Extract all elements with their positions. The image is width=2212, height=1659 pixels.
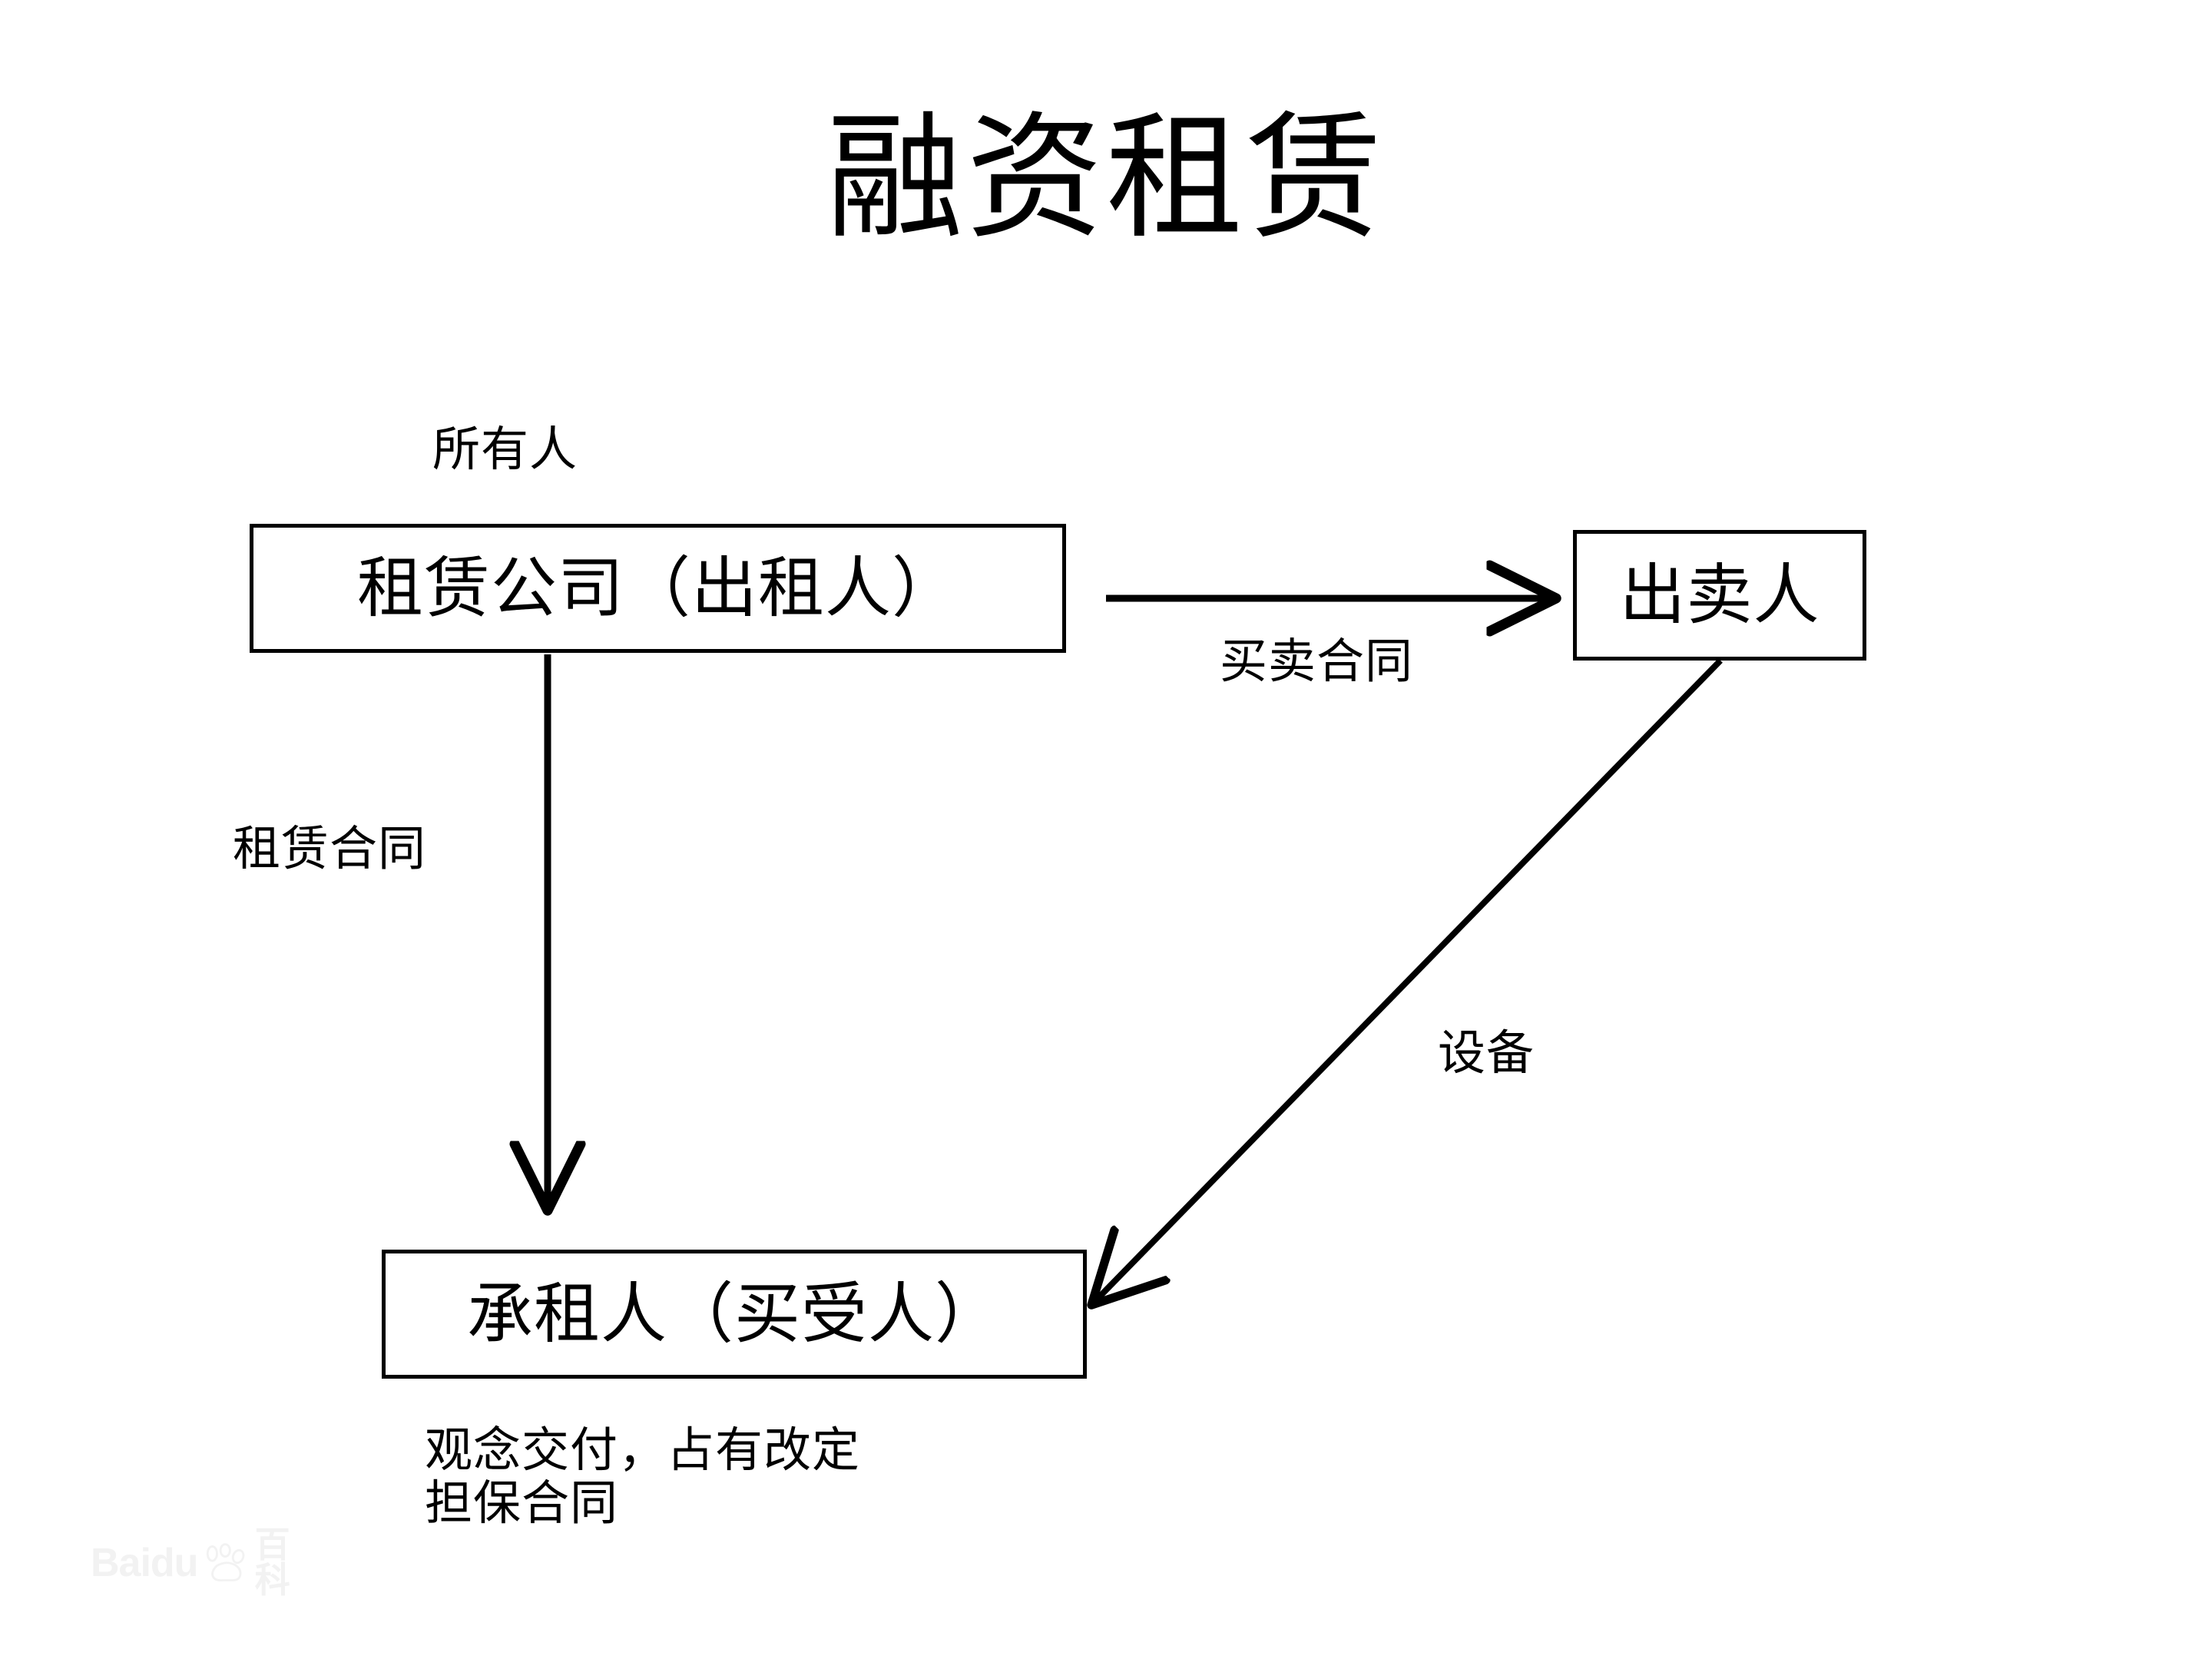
node-lessee[interactable]: 承租人（买受人） [382,1250,1087,1379]
baidu-paw-icon [207,1543,245,1582]
annotation-delivery-note: 观念交付，占有改定 担保合同 [425,1425,860,1532]
page-title: 融资租赁 [826,103,1386,255]
node-lessee-label: 承租人（买受人） [467,1277,1002,1351]
annotation-equipment: 设备 [1438,1028,1535,1080]
node-seller-label: 出卖人 [1619,558,1820,632]
edge-seller-to-lessee [1094,658,1723,1303]
annotation-sale-contract: 买卖合同 [1220,636,1414,688]
node-lessor-label: 租赁公司（出租人） [357,551,959,625]
annotation-owner: 所有人 [432,424,578,476]
baidu-baike-watermark: Baidu 百科 [91,1528,321,1598]
watermark-suffix-text: 百科 [254,1525,290,1600]
annotation-delivery-line-1: 观念交付，占有改定 [425,1425,861,1477]
node-seller[interactable]: 出卖人 [1573,530,1866,661]
node-lessor[interactable]: 租赁公司（出租人） [250,524,1066,653]
watermark-brand-text: Baidu [91,1541,198,1585]
annotation-delivery-line-2: 担保合同 [425,1478,619,1531]
annotation-lease-contract: 租赁合同 [233,823,427,876]
